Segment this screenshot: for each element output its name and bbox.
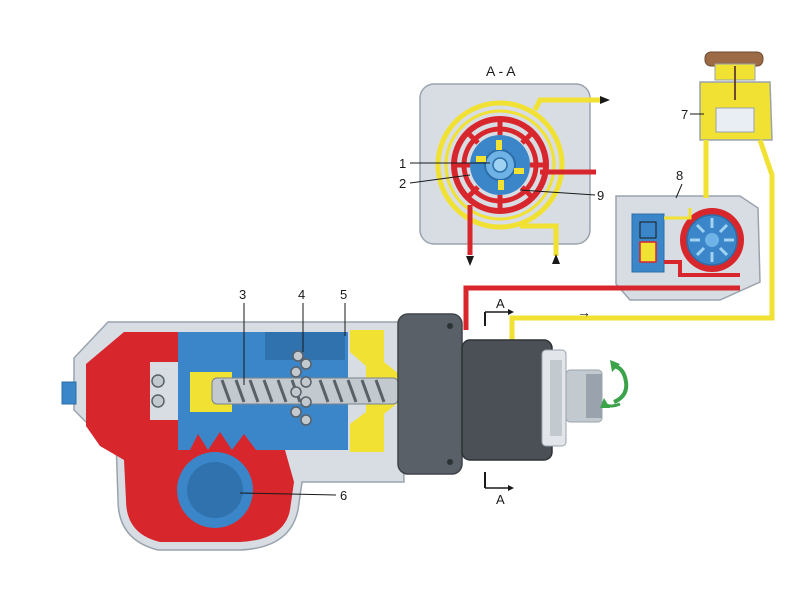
- pump-shaft: [705, 233, 719, 247]
- end-bolt-upper: [151, 374, 165, 388]
- leader-6: [239, 492, 337, 496]
- callout-9: 9: [597, 188, 604, 203]
- pump: [615, 195, 761, 301]
- return-outlet-line: [532, 97, 600, 112]
- callout-2: 2: [399, 176, 406, 191]
- callout-7: 7: [681, 107, 688, 122]
- worm-thread: [220, 379, 386, 403]
- callout-5: 5: [340, 287, 347, 302]
- pump-internal-pressure: [664, 260, 740, 277]
- pump-to-valve-pressure-line: [463, 285, 740, 330]
- end-plug: [61, 381, 77, 405]
- radial-ports: [454, 119, 546, 211]
- flange-bolt-bottom: [447, 459, 453, 465]
- flange-bolt-top: [447, 323, 453, 329]
- end-bolt-lower: [151, 394, 165, 408]
- section-marker-top: A: [484, 296, 514, 326]
- return-slots: [476, 140, 524, 190]
- valve-housing: [461, 339, 553, 461]
- callout-8: 8: [676, 168, 683, 183]
- leader-8: [675, 183, 683, 199]
- leader-9: [519, 189, 596, 196]
- callout-1: 1: [399, 156, 406, 171]
- piston-top-block: [265, 332, 345, 360]
- callouts: 1 2 9 7 8 3 4 5 6: [239, 107, 704, 503]
- section-marker-bottom-label: A: [496, 492, 505, 507]
- recirculating-balls: [290, 350, 312, 426]
- rotation-arrow-icon: [600, 360, 629, 408]
- pump-relief-spring: [639, 221, 657, 239]
- flow-direction-arrow: →: [577, 304, 591, 320]
- return-ring-outer: [435, 100, 565, 230]
- valve-flange: [397, 313, 463, 475]
- leader-2: [409, 174, 471, 184]
- section-marker-bottom: A: [484, 472, 514, 507]
- torsion-bar: [492, 157, 508, 173]
- return-outlet-arrow: [600, 96, 610, 104]
- callout-6: 6: [340, 488, 347, 503]
- input-shaft-spline: [586, 374, 602, 418]
- pump-vanes: [690, 218, 734, 262]
- steering-gear: [61, 313, 603, 551]
- return-to-reservoir-line: [509, 139, 775, 345]
- section-marker-top-label: A: [496, 296, 505, 311]
- input-collar-inner: [550, 360, 562, 436]
- section-a-a: A - A: [419, 63, 610, 266]
- return-inlet-line: [520, 223, 559, 256]
- callout-3: 3: [239, 287, 246, 302]
- return-up-arrow: [552, 254, 560, 264]
- pump-relief-piston: [639, 241, 657, 263]
- callout-4: 4: [298, 287, 305, 302]
- fluid-reservoir: [699, 51, 773, 141]
- reservoir-filter: [715, 107, 755, 133]
- return-ring-inner: [444, 109, 556, 221]
- pressure-down-arrow: [466, 256, 474, 266]
- section-a-a-title: A - A: [486, 63, 516, 79]
- hydraulic-lines: [463, 139, 775, 345]
- sector-shaft-inner: [187, 462, 243, 518]
- pump-internal-return: [664, 208, 692, 220]
- sector-teeth: [190, 432, 256, 450]
